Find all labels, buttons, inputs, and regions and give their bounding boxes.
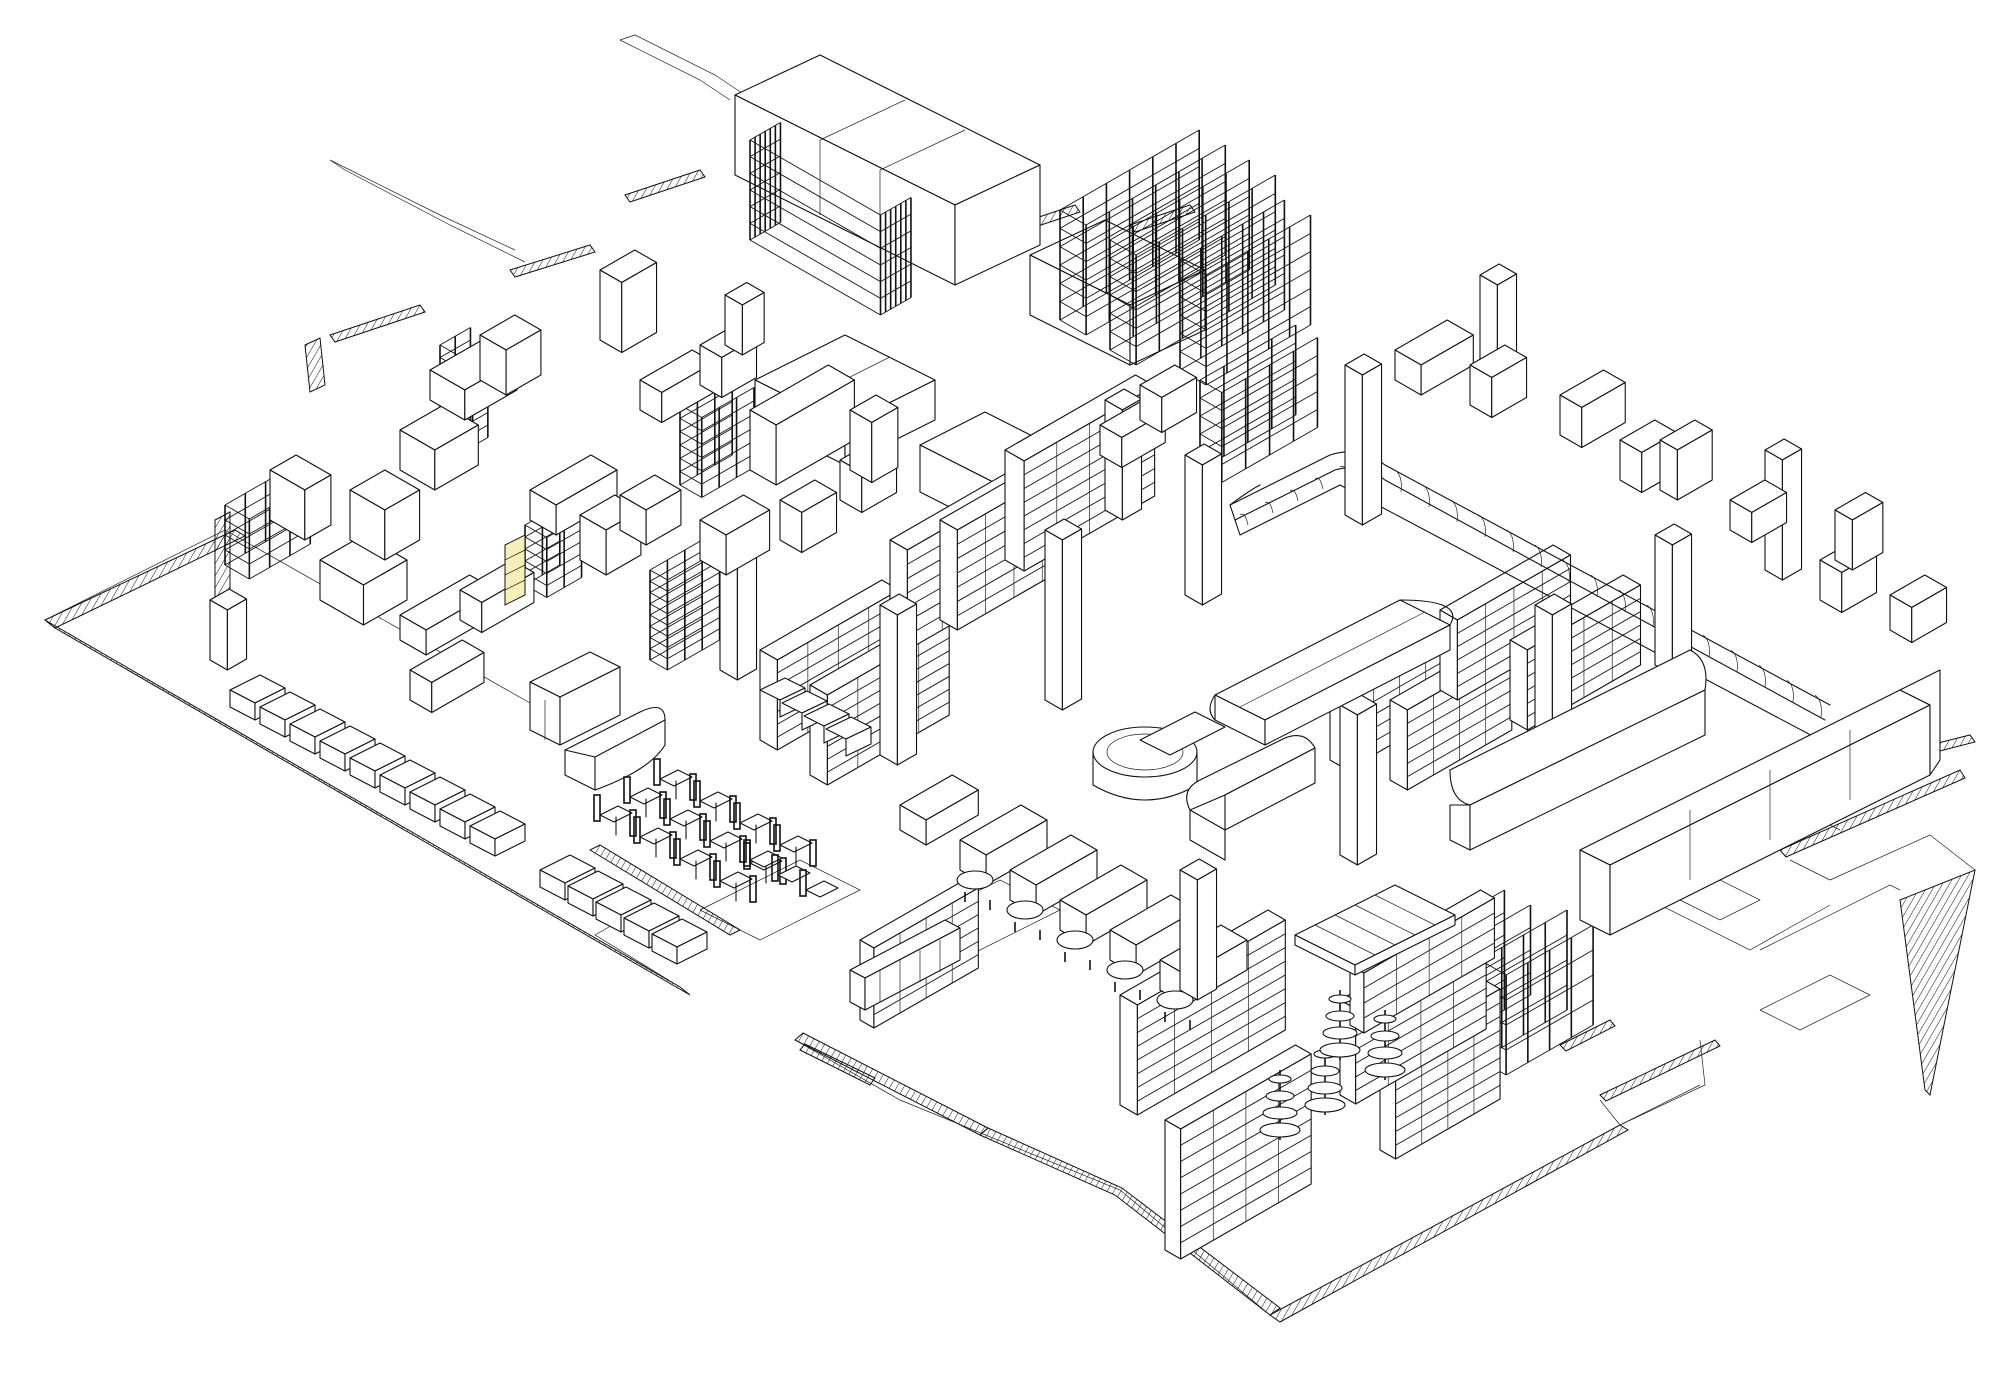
cafe-table-set <box>703 820 747 863</box>
kitchen-unit-6 <box>479 314 542 396</box>
cafe-table-set <box>593 794 637 837</box>
kitchen-unit-21 <box>849 394 899 484</box>
kitchen-unit-25 <box>1469 344 1528 419</box>
case-rib <box>1506 529 1514 553</box>
case-rib <box>1618 589 1626 613</box>
case-rib <box>1534 544 1542 568</box>
tiered-stand-4 <box>1319 990 1361 1060</box>
column-2 <box>1344 353 1383 526</box>
kitchen-unit-9 <box>619 474 682 546</box>
cafe-table-set <box>653 758 697 801</box>
kitchen-unit-32 <box>1834 491 1884 571</box>
case-rib <box>1758 664 1766 688</box>
gondola-front-1 <box>1164 1044 1312 1260</box>
column-10 <box>1179 858 1218 1001</box>
column-8 <box>1654 523 1693 676</box>
kitchen-unit-31 <box>1659 419 1713 501</box>
column-6 <box>879 593 918 766</box>
tiered-stand-3 <box>1364 1010 1406 1080</box>
case-rib <box>1702 634 1710 658</box>
case-rib <box>1786 679 1794 703</box>
cafe-table-set <box>799 869 839 898</box>
booth-seating <box>229 674 872 965</box>
tiered-stand-2 <box>1304 1045 1346 1115</box>
kitchen-unit-17 <box>599 249 658 354</box>
cafe-table-set <box>623 776 667 819</box>
case-rib <box>1422 484 1430 508</box>
booth <box>469 810 526 857</box>
kitchen-unit-12 <box>779 479 838 554</box>
booth <box>825 716 872 757</box>
case-rib <box>1314 477 1324 490</box>
kitchen-unit-11 <box>749 364 855 486</box>
service-desk <box>899 774 979 846</box>
checkout-counters <box>899 774 1248 1030</box>
kitchen-unit-10 <box>699 494 771 576</box>
tiered-display-stands <box>1259 990 1406 1140</box>
right-wall-cases <box>1579 669 1941 936</box>
hall-lobby-box <box>849 919 961 1011</box>
cafe-table-set <box>663 798 707 841</box>
cafe-table-set <box>713 860 757 903</box>
case-rib <box>1394 469 1402 493</box>
back-storage-rack-d <box>1179 199 1312 386</box>
kitchen-unit-30 <box>1889 574 1948 644</box>
case-rib <box>1562 559 1570 583</box>
back-storage-rack-c <box>1109 159 1277 366</box>
column-1 <box>1044 518 1083 711</box>
case-rib <box>1590 574 1598 598</box>
kitchen-unit-1 <box>269 454 332 541</box>
case-rib <box>1239 513 1249 526</box>
kitchen-unit-23 <box>1139 364 1198 434</box>
case-rib <box>1730 649 1738 673</box>
kitchen-unit-24 <box>1394 319 1474 396</box>
cafe-table-set <box>633 816 677 859</box>
case-rib <box>1814 694 1822 718</box>
cafe-tables-and-chairs <box>593 758 839 903</box>
kitchen-unit-20 <box>724 281 765 356</box>
cafe-table-set <box>733 802 777 845</box>
case-rib <box>1264 501 1274 514</box>
checkout-counter-1 <box>956 804 1048 910</box>
kitchen-unit-4 <box>399 404 479 491</box>
kitchen-unit-26 <box>1559 369 1626 449</box>
case-rib <box>1450 499 1458 523</box>
cafe-table-set <box>773 824 817 867</box>
kitchen-unit-14 <box>409 639 485 714</box>
back-storage-rack-a <box>749 122 912 316</box>
storage-rack-lower-b <box>1479 909 1594 1076</box>
bar-counter <box>529 651 666 791</box>
tiered-stand-1 <box>1259 1070 1301 1140</box>
checkout-counter-2 <box>1006 834 1098 940</box>
column-7 <box>1534 593 1573 746</box>
island-displays <box>1092 599 1707 976</box>
cafe-table-set <box>693 780 737 823</box>
case-rib <box>1289 489 1299 502</box>
case-rib <box>1646 604 1654 628</box>
column-12 <box>209 588 248 671</box>
case-rib <box>1478 514 1486 538</box>
cafe-table-set <box>673 838 717 881</box>
column-3 <box>1184 443 1223 606</box>
kitchen-unit-28 <box>1729 479 1788 544</box>
kitchen-unit-3 <box>349 469 421 561</box>
highlighted-rack <box>504 534 526 606</box>
column-4 <box>1339 693 1378 866</box>
booth <box>651 918 708 965</box>
cafe-table-set <box>771 854 811 883</box>
